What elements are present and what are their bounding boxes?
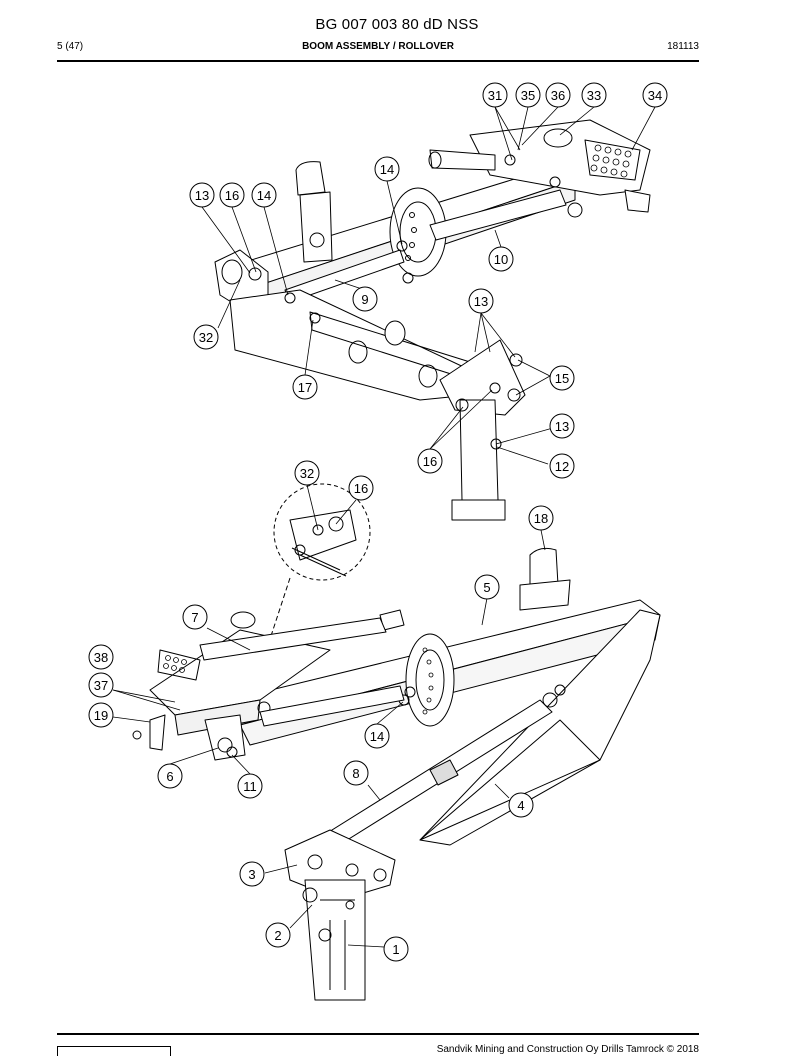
svg-text:37: 37 — [94, 678, 108, 693]
footer-copyright: Sandvik Mining and Construction Oy Drill… — [436, 1044, 699, 1055]
callout-13-upper-right: 13 — [468, 288, 494, 314]
svg-text:32: 32 — [300, 466, 314, 481]
svg-text:9: 9 — [361, 292, 368, 307]
svg-text:18: 18 — [534, 511, 548, 526]
callout-3: 3 — [239, 861, 265, 887]
callout-38: 38 — [88, 644, 114, 670]
svg-text:14: 14 — [370, 729, 384, 744]
callout-32-upper: 32 — [193, 324, 219, 350]
svg-text:33: 33 — [587, 88, 601, 103]
svg-text:3: 3 — [248, 867, 255, 882]
svg-text:38: 38 — [94, 650, 108, 665]
document-date: 181113 — [667, 41, 699, 52]
callout-6: 6 — [157, 763, 183, 789]
callout-32-detail: 32 — [294, 460, 320, 486]
page-number: 5 (47) — [57, 41, 84, 52]
callout-15: 15 — [549, 365, 575, 391]
svg-text:12: 12 — [555, 459, 569, 474]
callout-16-upper-left: 16 — [219, 182, 245, 208]
svg-text:16: 16 — [354, 481, 368, 496]
upper-boom-assembly — [214, 119, 651, 521]
leader-lines — [112, 106, 656, 948]
page-header: 5 (47) BOOM ASSEMBLY / ROLLOVER 181113 — [57, 41, 699, 55]
svg-text:36: 36 — [551, 88, 565, 103]
callout-14-upper-left: 14 — [251, 182, 277, 208]
callout-37: 37 — [88, 672, 114, 698]
footer-rule — [57, 1033, 699, 1035]
svg-text:5: 5 — [483, 580, 490, 595]
callout-31: 31 — [482, 82, 508, 108]
callout-7: 7 — [182, 604, 208, 630]
callout-16-mid: 16 — [417, 448, 443, 474]
callout-17: 17 — [292, 374, 318, 400]
callout-11: 11 — [237, 773, 263, 799]
svg-text:7: 7 — [191, 610, 198, 625]
svg-text:2: 2 — [274, 928, 281, 943]
callout-13-mid: 13 — [549, 413, 575, 439]
svg-text:4: 4 — [517, 798, 524, 813]
svg-text:10: 10 — [494, 252, 508, 267]
callout-34: 34 — [642, 82, 668, 108]
svg-text:15: 15 — [555, 371, 569, 386]
svg-text:34: 34 — [648, 88, 662, 103]
callout-14-upper: 14 — [374, 156, 400, 182]
callout-2: 2 — [265, 922, 291, 948]
section-title: BOOM ASSEMBLY / ROLLOVER — [302, 41, 454, 52]
document-title: BG 007 003 80 dD NSS — [315, 16, 479, 33]
svg-text:35: 35 — [521, 88, 535, 103]
callout-12: 12 — [549, 453, 575, 479]
lower-boom-assembly — [132, 547, 661, 1001]
callout-1: 1 — [383, 936, 409, 962]
callout-10: 10 — [488, 246, 514, 272]
svg-text:32: 32 — [199, 330, 213, 345]
svg-text:1: 1 — [392, 942, 399, 957]
callout-36: 36 — [545, 82, 571, 108]
svg-text:19: 19 — [94, 708, 108, 723]
callout-18: 18 — [528, 505, 554, 531]
svg-text:8: 8 — [352, 766, 359, 781]
callout-19: 19 — [88, 702, 114, 728]
svg-text:17: 17 — [298, 380, 312, 395]
svg-text:16: 16 — [225, 188, 239, 203]
callout-5: 5 — [474, 574, 500, 600]
callout-8: 8 — [343, 760, 369, 786]
callouts: 31 35 36 33 34 14 13 16 14 10 9 13 32 15… — [88, 82, 668, 962]
callout-13-upper-left: 13 — [189, 182, 215, 208]
svg-text:14: 14 — [380, 162, 394, 177]
svg-text:13: 13 — [474, 294, 488, 309]
callout-35: 35 — [515, 82, 541, 108]
svg-text:16: 16 — [423, 454, 437, 469]
header-rule — [57, 60, 699, 62]
svg-text:13: 13 — [555, 419, 569, 434]
detail-view — [273, 483, 371, 581]
callout-14-lower: 14 — [364, 723, 390, 749]
svg-text:13: 13 — [195, 188, 209, 203]
svg-text:11: 11 — [243, 779, 257, 794]
callout-4: 4 — [508, 792, 534, 818]
company-logo — [57, 1046, 171, 1056]
svg-text:14: 14 — [257, 188, 271, 203]
callout-33: 33 — [581, 82, 607, 108]
svg-text:6: 6 — [166, 769, 173, 784]
callout-16-detail: 16 — [348, 475, 374, 501]
callout-9: 9 — [352, 286, 378, 312]
svg-text:31: 31 — [488, 88, 502, 103]
